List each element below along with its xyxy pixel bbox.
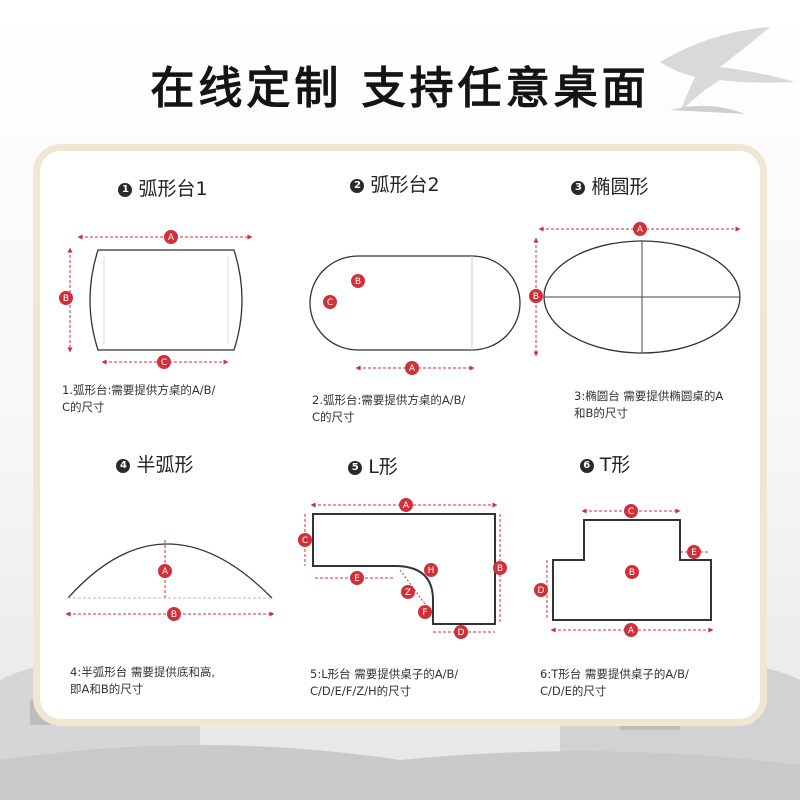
panel-title-3: 3 椭圆形 [495, 172, 725, 199]
panel-title-text: 弧形台1 [138, 178, 208, 200]
panel-title-1: 1 弧形台1 [48, 174, 278, 201]
shape-half-arc [67, 543, 273, 599]
caption-4: 4:半弧形台 需要提供底和高, 即A和B的尺寸 [70, 665, 216, 696]
label-b: B [355, 277, 361, 287]
label-e: E [354, 574, 360, 584]
label-a: A [168, 233, 175, 243]
label-a: A [403, 501, 410, 511]
shape-l [312, 513, 496, 625]
label-b: B [171, 610, 177, 620]
panel-title-text: 半弧形 [136, 454, 194, 476]
panel-title-text: L形 [368, 456, 398, 478]
label-e: E [691, 548, 697, 558]
label-c: C [628, 507, 634, 517]
number-badge: 3 [571, 181, 586, 195]
panel-title-6: 6 T形 [490, 450, 720, 477]
shape-arc-table-2 [309, 255, 521, 351]
label-a: A [628, 626, 635, 636]
label-a: A [637, 225, 644, 235]
caption-1: 1.弧形台:需要提供方桌的A/B/ C的尺寸 [62, 383, 216, 414]
label-a: A [409, 364, 416, 374]
number-badge: 1 [118, 183, 133, 197]
label-b: B [63, 294, 69, 304]
label-d: D [458, 628, 465, 638]
caption-6: 6:T形台 需要提供桌子的A/B/ C/D/E的尺寸 [540, 667, 689, 698]
number-badge: 6 [579, 459, 594, 473]
shape-arc-table-1 [89, 249, 243, 351]
label-z: Z [405, 588, 411, 598]
panel-title-4: 4 半弧形 [40, 450, 270, 477]
caption-2: 2.弧形台:需要提供方桌的A/B/ C的尺寸 [312, 393, 466, 424]
label-c: C [327, 298, 333, 308]
crane-decoration [660, 27, 795, 114]
label-b: B [629, 568, 635, 578]
number-badge: 4 [116, 459, 131, 473]
label-a: A [162, 567, 169, 577]
label-b: B [497, 564, 503, 574]
page-title: 在线定制 支持任意桌面 [150, 63, 650, 114]
label-f: F [422, 608, 427, 618]
panel-title-text: 弧形台2 [370, 174, 440, 196]
caption-5: 5:L形台 需要提供桌子的A/B/ C/D/E/F/Z/H的尺寸 [310, 667, 459, 698]
label-h: H [428, 566, 435, 576]
label-c: C [302, 536, 308, 546]
label-c: C [161, 358, 167, 368]
panel-title-2: 2 弧形台2 [280, 170, 510, 197]
panel-title-text: 椭圆形 [591, 176, 649, 198]
number-badge: 2 [350, 179, 365, 193]
panel-title-text: T形 [599, 454, 631, 476]
caption-3: 3:椭圆台 需要提供椭圆桌的A 和B的尺寸 [574, 389, 724, 420]
number-badge: 5 [348, 461, 363, 475]
panel-title-5: 5 L形 [258, 452, 488, 479]
label-b: B [533, 292, 539, 302]
label-d: D [538, 586, 545, 596]
